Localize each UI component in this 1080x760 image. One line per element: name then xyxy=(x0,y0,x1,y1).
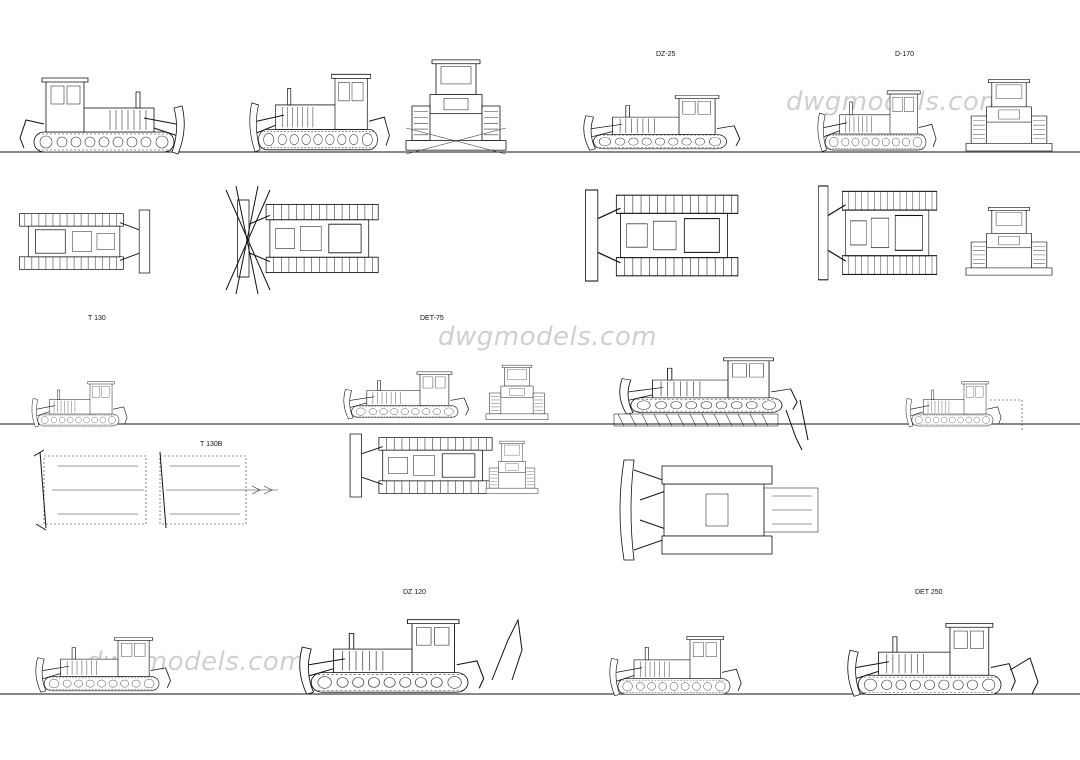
bulldozer-side-view-icon xyxy=(613,357,809,451)
bulldozer-front-view-icon xyxy=(965,207,1053,276)
bulldozer-top-view-icon xyxy=(225,185,379,295)
bulldozer-side-view-icon xyxy=(299,618,523,695)
bulldozer-top-view-icon xyxy=(349,433,493,498)
bulldozer-top-view-icon xyxy=(619,459,819,561)
label-det75: DET-75 xyxy=(420,315,444,322)
label-det250: DET 250 xyxy=(915,589,943,596)
bulldozer-side-view-icon xyxy=(583,95,741,151)
bulldozer-top-view-icon xyxy=(584,189,739,282)
bulldozer-top-view-icon xyxy=(33,449,147,531)
bulldozer-front-view-icon xyxy=(485,440,539,494)
label-dz120: DZ 120 xyxy=(403,589,426,596)
label-t130b: T 130B xyxy=(200,441,223,448)
bulldozer-front-view-icon xyxy=(485,364,549,420)
label-dz25: DZ-25 xyxy=(656,51,676,58)
label-d170: D-170 xyxy=(895,51,914,58)
bulldozer-side-view-icon xyxy=(249,73,390,153)
bulldozer-side-view-icon xyxy=(609,636,742,697)
bulldozer-top-view-icon xyxy=(159,451,278,529)
bulldozer-top-view-icon xyxy=(817,185,938,281)
bulldozer-top-view-icon xyxy=(19,209,151,274)
bulldozer-side-view-icon xyxy=(31,381,128,428)
watermark-center: dwgmodels.com xyxy=(438,322,657,352)
bulldozer-side-view-icon xyxy=(847,622,1039,697)
label-t130: T 130 xyxy=(88,315,106,322)
bulldozer-side-view-icon xyxy=(20,78,184,154)
bulldozer-side-view-icon xyxy=(905,381,1023,430)
bulldozer-side-view-icon xyxy=(343,371,470,420)
bulldozer-front-view-icon xyxy=(405,59,507,155)
